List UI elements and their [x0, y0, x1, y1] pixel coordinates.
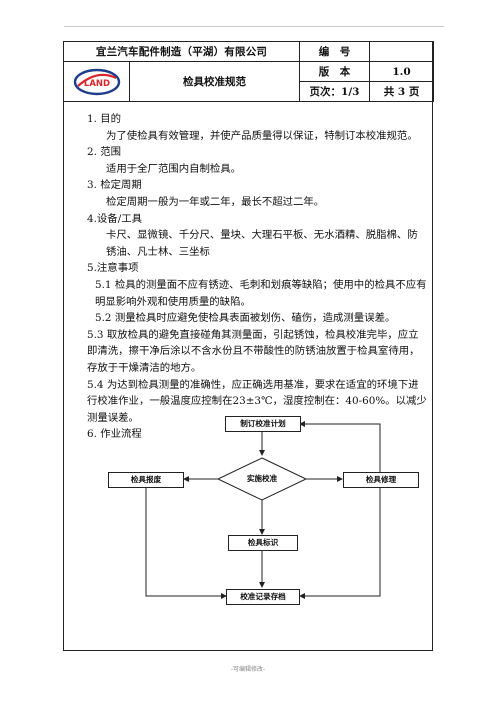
flow-plan-box: 制订校准计划 [225, 416, 301, 432]
section-2-text: 适用于全厂范围内自制检具。 [106, 162, 242, 175]
number-label: 编 号 [299, 41, 371, 62]
company-logo-icon: LAND [64, 66, 129, 98]
footer-note: -可编辑修改- [230, 666, 266, 673]
section-2-title: 2. 范围 [87, 146, 121, 159]
logo-text: LAND [83, 79, 109, 89]
flow-repair-box: 检具修理 [343, 472, 419, 488]
arrow-repair-record [299, 487, 381, 599]
section-5-4: 5.4 为达到检具测量的准确性，应正确选用基准，要求在适宜的环境下进行校准作业，… [87, 378, 427, 424]
page-total: 共 3 页 [369, 81, 435, 102]
section-1-text: 为了使检具有效管理，并使产品质量得以保证，特制订本校准规范。 [106, 129, 418, 142]
page-label: 页次：1/3 [299, 81, 371, 102]
document-body: 1. 目的 为了使检具有效管理，并使产品质量得以保证，特制订本校准规范。 2. … [87, 111, 427, 443]
section-3-title: 3. 检定周期 [87, 179, 142, 192]
section-6-title: 6. 作业流程 [87, 428, 142, 441]
section-5-2: 5.2 测量检具时应避免使检具表面被划伤、磕伤，造成测量误差。 [95, 312, 396, 325]
section-4-title: 4.设备/工具 [87, 212, 142, 225]
header-rule [64, 26, 444, 27]
section-5-title: 5.注意事项 [87, 262, 139, 275]
flow-record-box: 校准记录存档 [226, 589, 300, 605]
arrow-repair-plan [299, 421, 381, 472]
section-4-text: 卡尺、显微镜、千分尺、量块、大理石平板、无水酒精、脱脂棉、防锈油、凡士林、三坐标 [106, 229, 418, 258]
flow-mark-box: 检具标识 [228, 535, 298, 551]
section-5-3: 5.3 取放检具的避免直接碰角其测量面，引起锈蚀，检具校准完毕，应立即清洗，擦干… [87, 328, 420, 374]
section-3-text: 检定周期一般为一年或二年，最长不超过二年。 [106, 195, 325, 208]
document-title: 检具校准规范 [128, 61, 301, 102]
header-table: 宜兰汽车配件制造（平湖）有限公司 编 号 LAND 检具校准规范 版 本 1.0… [62, 41, 435, 102]
logo-cell: LAND [63, 61, 130, 102]
flow-scrap-box: 检具报废 [108, 472, 184, 488]
section-1-title: 1. 目的 [87, 113, 121, 125]
section-5-1: 5.1 检具的测量面不应有锈迹、毛刺和划痕等缺陷；使用中的检具不应有明显影响外观… [95, 278, 427, 308]
version-label: 版 本 [299, 61, 371, 82]
flow-exec-label: 实施校准 [246, 474, 278, 483]
arrow-scrap-record [145, 487, 227, 599]
